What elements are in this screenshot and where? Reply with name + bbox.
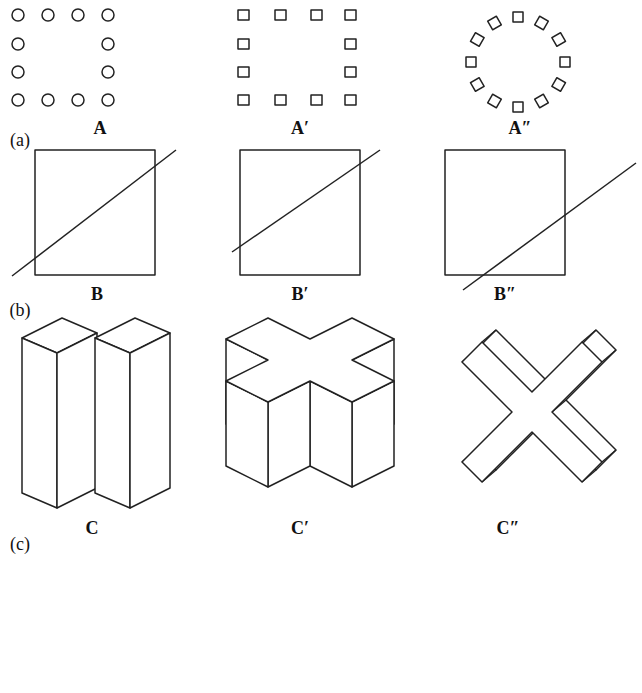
dot-circle [12, 66, 24, 78]
solid-cross-figure [226, 318, 394, 487]
figure-letter: A′ [291, 119, 309, 137]
square-line-figure [12, 150, 176, 276]
dot-circle [102, 9, 114, 21]
dot-square [488, 16, 502, 30]
panel-letter: (a) [10, 131, 30, 149]
dot-square [552, 33, 566, 47]
cross-top-face [226, 318, 394, 402]
dot-square [345, 67, 356, 77]
figure-letter: C′ [291, 519, 309, 537]
thin-x-figure [462, 330, 616, 482]
circle-square-pattern [12, 9, 114, 106]
oblique-line [463, 163, 636, 290]
dot-square [552, 78, 566, 92]
dot-square [345, 10, 356, 20]
x-depth-edges [462, 330, 616, 482]
dot-circle [12, 9, 24, 21]
dot-square [238, 67, 249, 77]
figure-letter: C″ [497, 519, 520, 537]
oblique-line [12, 150, 176, 276]
dot-square [513, 12, 523, 22]
square-square-pattern [238, 10, 356, 105]
prism-face [130, 333, 170, 508]
panel-letter: (b) [10, 301, 31, 319]
dot-square [560, 57, 570, 67]
square-line-figure [232, 150, 380, 275]
dot-square [488, 94, 502, 108]
dot-circle [12, 38, 24, 50]
dot-square [466, 57, 476, 67]
dot-square [311, 95, 322, 105]
dot-square [535, 94, 549, 108]
dot-square [238, 10, 249, 20]
figure-letter: A″ [509, 119, 532, 137]
dot-circle [42, 9, 54, 21]
twin-prism-figure [22, 318, 170, 508]
dot-circle [102, 94, 114, 106]
x-front-face [462, 342, 602, 482]
prism-face [22, 338, 57, 508]
dot-square [238, 39, 249, 49]
figure-letter: B [91, 285, 103, 303]
prism-face [57, 333, 97, 508]
square-circle-pattern [466, 12, 570, 112]
square-outline [240, 150, 360, 275]
dot-square [275, 10, 286, 20]
dot-circle [42, 94, 54, 106]
dot-square [275, 95, 286, 105]
square-outline [445, 150, 565, 275]
dot-square [470, 33, 484, 47]
dot-circle [72, 94, 84, 106]
dot-circle [72, 9, 84, 21]
dot-square [345, 39, 356, 49]
dot-square [535, 16, 549, 30]
dot-circle [102, 66, 114, 78]
figure-letter: B′ [291, 285, 308, 303]
dot-square [345, 95, 356, 105]
prism-face [95, 338, 130, 508]
figure-letter: B″ [494, 285, 516, 303]
oblique-line [232, 150, 380, 252]
panel-letter: (c) [10, 535, 30, 553]
figure-letter: C [86, 519, 99, 537]
figure-letter: A [94, 119, 107, 137]
dot-square [513, 102, 523, 112]
dot-square [311, 10, 322, 20]
dot-square [470, 78, 484, 92]
dot-circle [102, 38, 114, 50]
square-line-figure [445, 150, 636, 290]
dot-square [238, 95, 249, 105]
dot-circle [12, 94, 24, 106]
